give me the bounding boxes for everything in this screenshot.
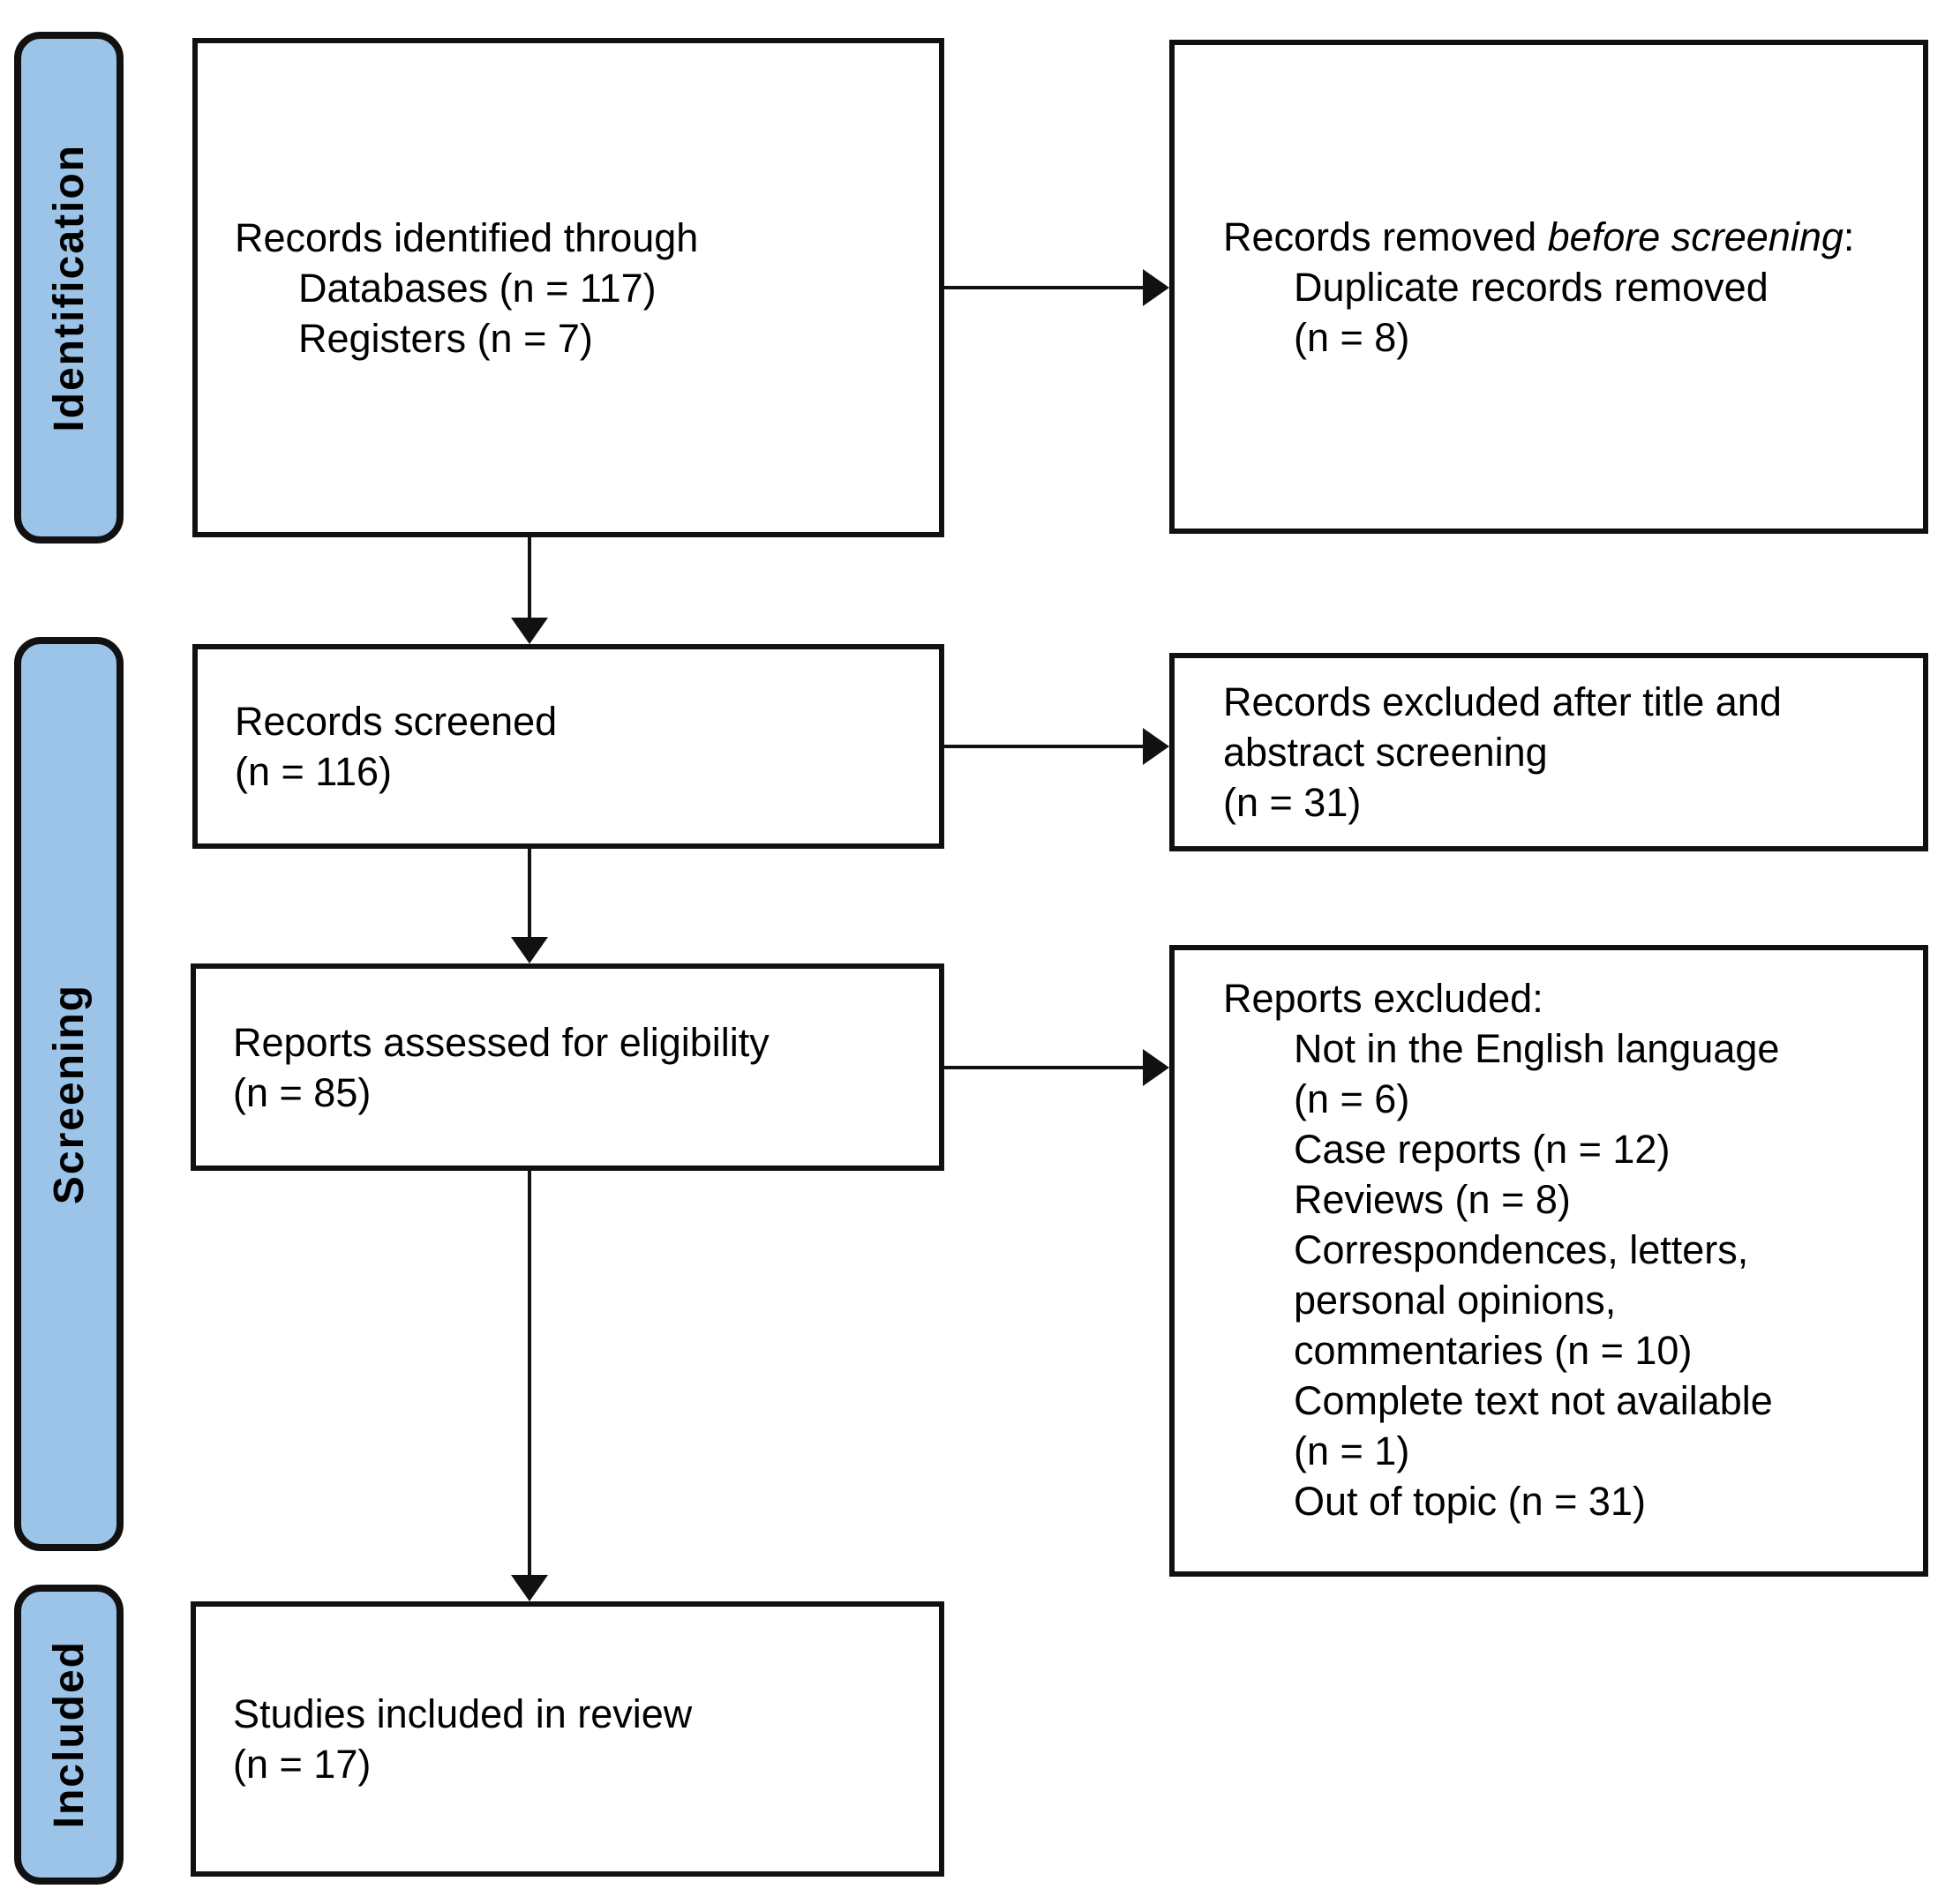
records-removed-emphasis: before screening: [1547, 214, 1844, 259]
records-identified-heading: Records identified through: [235, 214, 699, 260]
box-records-removed: Records removed before screening: Duplic…: [1169, 40, 1928, 534]
arrow-identified-to-screened: [510, 537, 549, 644]
records-screened-text: Records screened (n = 116): [235, 699, 558, 794]
stage-label-screening-text: Screening: [45, 983, 93, 1205]
stage-label-identification-text: Identification: [45, 143, 93, 432]
arrow-head-right-icon: [1143, 269, 1169, 306]
stage-label-included: Included: [14, 1585, 124, 1885]
arrow-screened-to-excluded: [944, 727, 1169, 766]
arrow-head-down-icon: [511, 1575, 548, 1601]
box-records-excluded-screening: Records excluded after title and abstrac…: [1169, 653, 1928, 851]
arrow-shaft: [944, 745, 1143, 748]
records-removed-lead: Records removed: [1223, 214, 1548, 259]
reports-excluded-reason: Not in the English language (n = 6): [1294, 1026, 1780, 1121]
reports-assessed-text: Reports assessed for eligibility (n = 85…: [233, 1019, 770, 1115]
arrow-shaft: [528, 849, 531, 937]
box-records-screened: Records screened (n = 116): [192, 644, 944, 849]
box-reports-excluded: Reports excluded: Not in the English lan…: [1169, 945, 1928, 1577]
records-removed-heading: Records removed before screening:: [1223, 212, 1896, 262]
studies-included-text: Studies included in review (n = 17): [233, 1691, 693, 1787]
arrow-head-right-icon: [1143, 1049, 1169, 1086]
arrow-assessed-to-reports-excluded: [944, 1048, 1169, 1087]
arrow-identified-to-removed: [944, 268, 1169, 307]
stage-label-screening: Screening: [14, 637, 124, 1551]
box-records-identified: Records identified through Databases (n …: [192, 38, 944, 537]
arrow-shaft: [944, 1066, 1143, 1069]
arrow-assessed-to-included: [510, 1171, 549, 1601]
box-reports-assessed: Reports assessed for eligibility (n = 85…: [191, 963, 944, 1171]
stage-label-included-text: Included: [45, 1640, 93, 1829]
box-studies-included: Studies included in review (n = 17): [191, 1601, 944, 1877]
arrow-shaft: [528, 537, 531, 618]
reports-excluded-reason: Complete text not available (n = 1): [1294, 1378, 1773, 1473]
records-identified-sources: Databases (n = 117) Registers (n = 7): [298, 265, 657, 361]
records-removed-suffix: :: [1843, 214, 1855, 259]
arrow-head-right-icon: [1143, 728, 1169, 765]
reports-excluded-reason: Out of topic (n = 31): [1294, 1479, 1646, 1524]
stage-label-identification: Identification: [14, 32, 124, 543]
arrow-shaft: [528, 1171, 531, 1575]
records-excluded-screening-text: Records excluded after title and abstrac…: [1223, 679, 1782, 825]
reports-excluded-reason: Case reports (n = 12): [1294, 1127, 1671, 1172]
arrow-screened-to-assessed: [510, 849, 549, 963]
arrow-head-down-icon: [511, 618, 548, 644]
arrow-shaft: [944, 286, 1143, 289]
reports-excluded-reason-list: Not in the English language (n = 6) Case …: [1223, 1023, 1896, 1526]
arrow-head-down-icon: [511, 937, 548, 963]
records-removed-detail: Duplicate records removed (n = 8): [1294, 264, 1769, 360]
reports-excluded-reason: Correspondences, letters, personal opini…: [1294, 1227, 1749, 1373]
reports-excluded-reason: Reviews (n = 8): [1294, 1177, 1571, 1222]
reports-excluded-heading: Reports excluded:: [1223, 976, 1543, 1021]
